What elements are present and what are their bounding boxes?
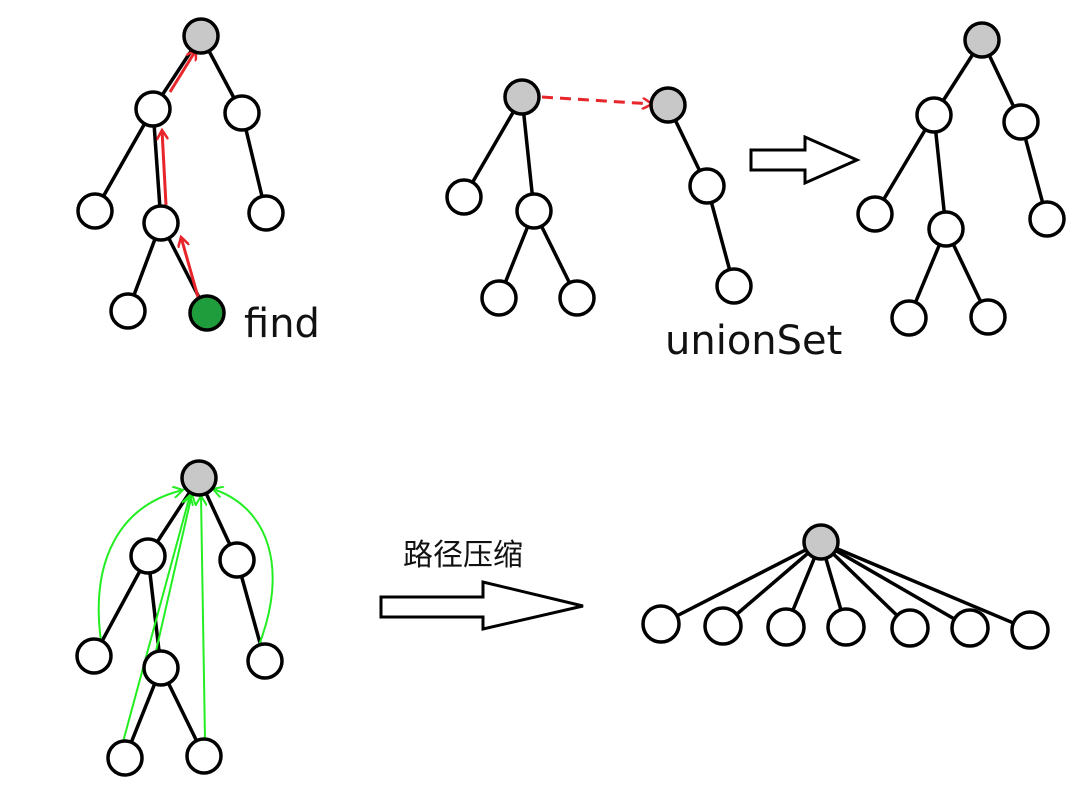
union-trees	[445, 78, 753, 317]
tree-node	[703, 606, 743, 646]
compression-arrows	[97, 489, 274, 743]
tree-node	[75, 637, 113, 675]
tree-node	[826, 607, 866, 647]
tree-node	[247, 194, 285, 232]
compression-arrow	[201, 496, 205, 741]
tree-node	[641, 604, 681, 644]
union-set-label: unionSet	[665, 318, 843, 364]
transition-arrow-icon	[379, 580, 584, 631]
compression-arrow	[155, 494, 192, 652]
tree-nodes	[445, 78, 753, 317]
find-path-arrow	[181, 237, 200, 298]
root-node	[963, 21, 1001, 59]
tree-node	[246, 642, 284, 680]
tree-node	[185, 737, 223, 775]
tree-node	[890, 608, 930, 648]
union-link-arrow	[541, 95, 652, 104]
root-node	[649, 86, 687, 124]
tree-node	[445, 178, 483, 216]
tree-node	[969, 298, 1007, 336]
tree-node	[1028, 200, 1066, 238]
tree-node	[218, 541, 256, 579]
tree-node	[558, 279, 596, 317]
find-label: find	[244, 301, 320, 347]
merged-tree	[856, 21, 1066, 337]
tree-nodes	[641, 523, 1050, 650]
compress-before-tree	[75, 459, 284, 777]
find-path-arrow	[162, 130, 166, 206]
tree-nodes	[76, 17, 285, 332]
tree-node	[915, 96, 953, 134]
tree-node	[142, 649, 180, 687]
root-node	[180, 459, 218, 497]
tree-node	[109, 292, 147, 330]
tree-nodes	[75, 459, 284, 777]
tree-edges	[92, 477, 267, 759]
query-node	[188, 294, 226, 332]
tree-node	[950, 608, 990, 648]
compression-arrow	[97, 490, 183, 642]
tree-node	[142, 204, 180, 242]
path-compression-label: 路径压缩	[403, 538, 523, 573]
tree-nodes	[856, 21, 1066, 337]
root-node	[802, 523, 840, 561]
tree-node	[480, 279, 518, 317]
tree-node	[927, 210, 965, 248]
tree-node	[856, 195, 894, 233]
compression-arrow	[213, 489, 274, 646]
tree-node	[134, 90, 172, 128]
tree-node	[766, 607, 806, 647]
tree-node	[1010, 610, 1050, 650]
tree-node	[515, 192, 553, 230]
tree-node	[688, 167, 726, 205]
tree-node	[715, 267, 753, 305]
tree-node	[223, 94, 261, 132]
root-node	[182, 17, 220, 55]
root-node	[503, 78, 541, 116]
tree-node	[76, 192, 114, 230]
tree-node	[890, 299, 928, 337]
tree-node	[1002, 103, 1040, 141]
find-path-arrow	[168, 50, 196, 93]
tree-node	[106, 739, 144, 777]
transition-arrow-icon	[749, 134, 861, 186]
find-tree	[76, 17, 285, 332]
compress-after-tree	[641, 523, 1050, 650]
find-path-arrows	[162, 50, 200, 298]
tree-edges	[873, 39, 1049, 319]
tree-node	[129, 537, 167, 575]
compression-arrow	[122, 495, 190, 743]
